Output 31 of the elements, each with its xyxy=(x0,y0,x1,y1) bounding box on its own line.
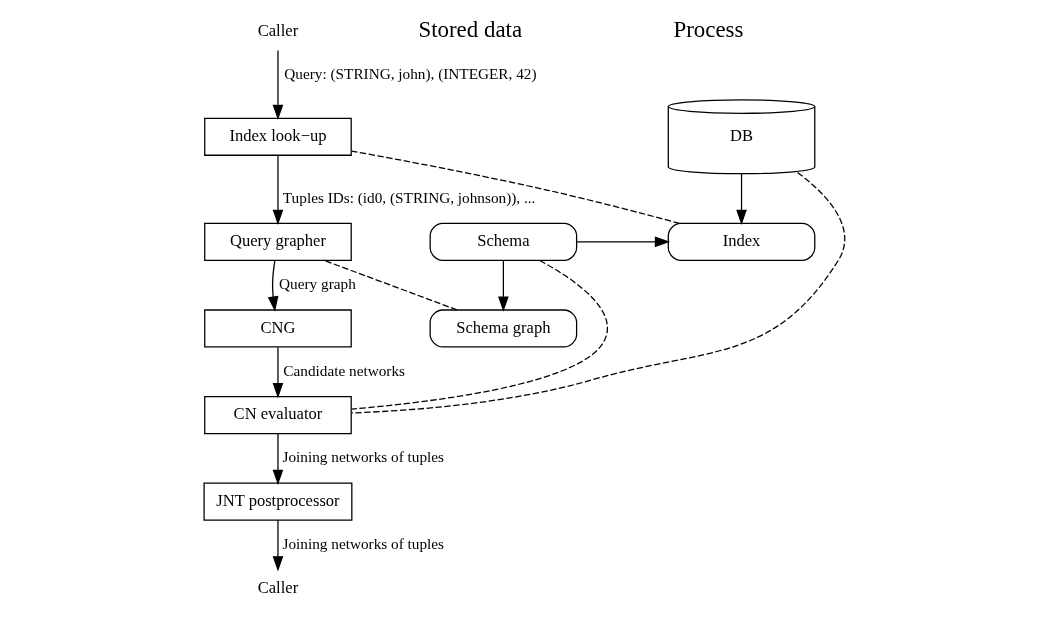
connector xyxy=(350,150,680,224)
node-box: Index look−up xyxy=(203,117,352,156)
node-text: Caller xyxy=(257,21,298,41)
arrow xyxy=(575,236,670,248)
node-box: Schema graph xyxy=(429,309,577,348)
arrow xyxy=(272,433,283,485)
edge-label: Tuples IDs: (id0, (STRING, johnson)), ... xyxy=(282,188,535,206)
edge-label: Query: (STRING, john), (INTEGER, 42) xyxy=(283,64,537,82)
node-box: Query grapher xyxy=(203,222,352,261)
arrow xyxy=(272,519,283,572)
node-box: Schema xyxy=(429,222,577,261)
edge-label: Joining networks of tuples xyxy=(282,534,444,552)
node-text: Caller xyxy=(257,577,298,597)
node-box: JNT postprocessor xyxy=(202,482,352,521)
label: Process xyxy=(672,17,743,43)
connector xyxy=(323,259,458,311)
edge-label: Joining networks of tuples xyxy=(282,448,444,466)
arrow xyxy=(272,49,283,120)
arrow xyxy=(272,154,283,226)
arrow xyxy=(267,259,278,312)
arrow xyxy=(497,259,509,312)
arrow xyxy=(272,346,283,399)
edge-label: Candidate networks xyxy=(282,361,405,379)
connector xyxy=(350,171,845,414)
node-box: CNG xyxy=(203,309,352,348)
arrow xyxy=(735,173,747,225)
connector xyxy=(350,259,608,410)
node-box: Index xyxy=(667,222,815,261)
edge-label: Query graph xyxy=(278,275,356,293)
label: Stored data xyxy=(417,17,522,43)
node-box: CN evaluator xyxy=(203,395,352,435)
